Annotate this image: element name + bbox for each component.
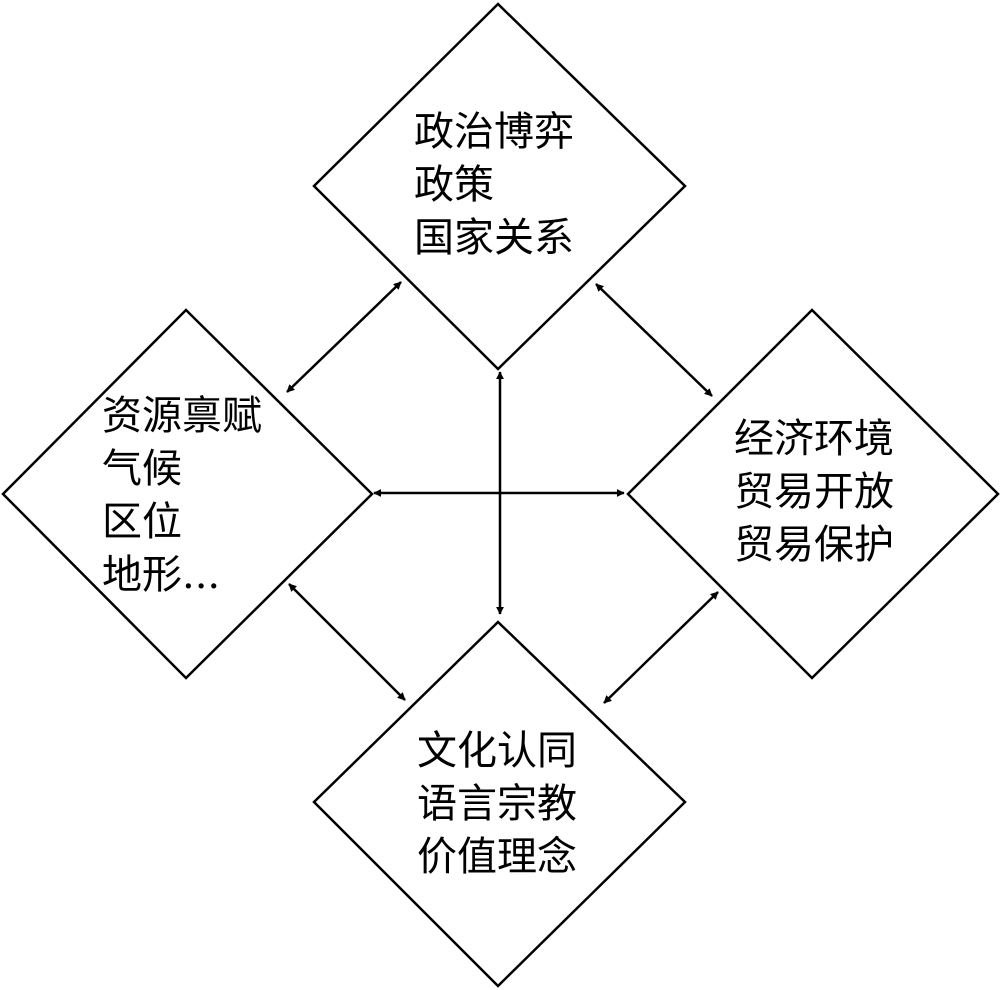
economy-label: 经济环境 贸易开放 贸易保护 [734,413,894,572]
resources-line-3: 区位 [102,499,182,545]
politics-diamond [312,2,687,371]
politics-line-2: 政策 [414,162,494,208]
link-politics-resources [286,281,402,393]
economy-line-1: 经济环境 [734,416,894,462]
culture-line-3: 价值理念 [417,834,577,880]
culture-diamond [312,620,687,988]
culture-line-1: 文化认同 [417,728,577,774]
link-resources-culture [288,583,406,701]
politics-label: 政治博弈 政策 国家关系 [414,106,574,265]
resources-diamond [1,308,374,680]
culture-label: 文化认同 语言宗教 价值理念 [417,725,577,884]
resources-line-4: 地形... [102,552,221,598]
economy-line-3: 贸易保护 [734,522,894,568]
economy-line-2: 贸易开放 [734,469,894,515]
politics-line-1: 政治博弈 [414,109,574,155]
resources-label: 资源禀赋 气候 区位 地形... [102,390,262,602]
resources-line-2: 气候 [102,446,182,492]
link-economy-culture [603,591,719,704]
link-politics-economy [595,283,713,397]
resources-line-1: 资源禀赋 [102,393,262,439]
economy-diamond [626,308,1000,680]
politics-line-3: 国家关系 [414,215,574,261]
culture-line-2: 语言宗教 [417,781,577,827]
